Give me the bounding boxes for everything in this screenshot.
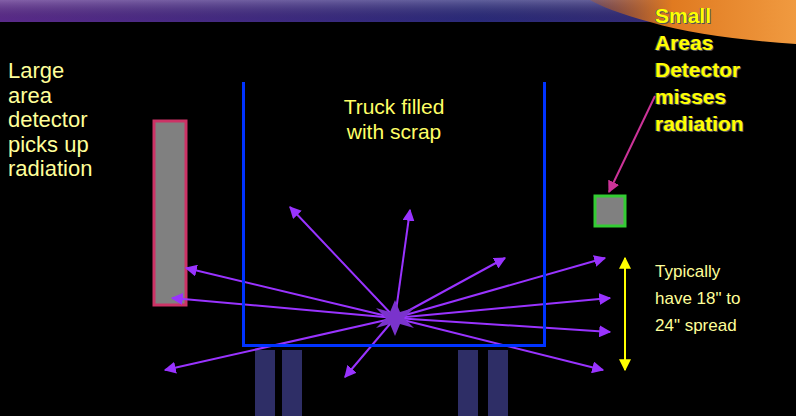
- truck-wheel: [488, 350, 508, 416]
- radiation-ray: [395, 318, 603, 370]
- node-text: Truck filled with scrap: [332, 94, 457, 144]
- radiation-ray: [395, 318, 610, 332]
- radiation-ray: [345, 318, 395, 377]
- radiation-ray: [165, 318, 395, 370]
- radiation-ray: [186, 268, 395, 318]
- large-detector: [154, 121, 186, 305]
- radiation-ray: [395, 210, 410, 318]
- radiation-ray: [395, 298, 610, 318]
- small-detector: [595, 196, 625, 226]
- radiation-ray: [172, 298, 395, 318]
- dimension-note: Typically have 18" to 24" spread: [655, 258, 747, 339]
- truck-wheel: [282, 350, 302, 416]
- detector-note: Large area detector picks up radiation: [8, 59, 103, 182]
- truck-bed: Truck filled with scrap: [242, 82, 546, 347]
- spread-dimension: [624, 258, 626, 370]
- leader-line: [609, 96, 655, 192]
- callout-note: Small Areas Detector misses radiation: [655, 2, 755, 137]
- radiation-source: [376, 300, 414, 336]
- truck-wheel: [255, 350, 275, 416]
- radiation-ray: [290, 207, 395, 318]
- truck-wheel: [458, 350, 478, 416]
